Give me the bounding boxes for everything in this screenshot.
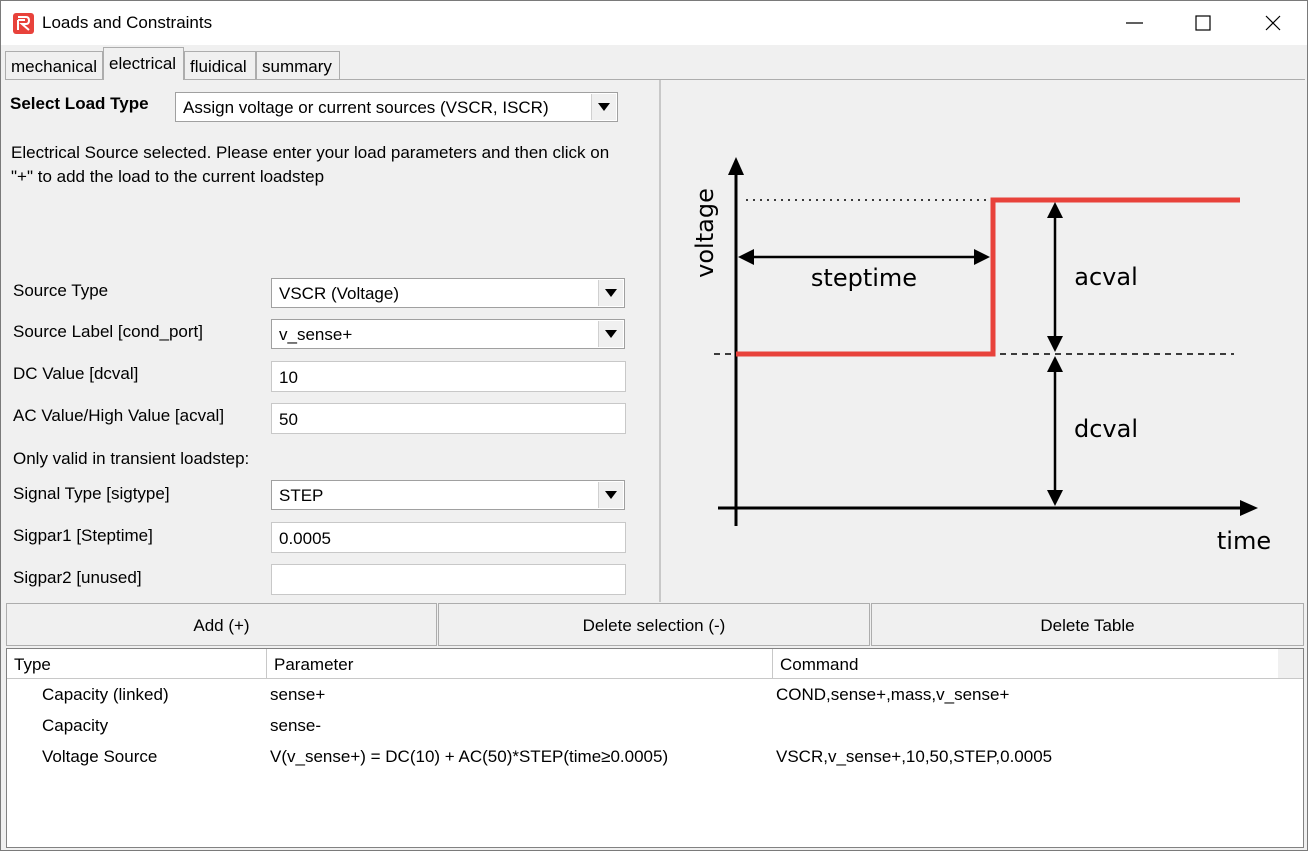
loads-table: Type Parameter Command Capacity (linked)… [6, 648, 1304, 848]
acval-arrowhead-top [1047, 202, 1063, 218]
sigpar2-field[interactable] [271, 564, 626, 595]
ac-value-label: AC Value/High Value [acval] [13, 406, 225, 425]
load-type-label: Select Load Type [10, 94, 149, 113]
tab-content-border [5, 79, 1305, 80]
app-logo-icon [13, 13, 34, 34]
maximize-icon [1195, 15, 1211, 31]
signal-type-select[interactable]: STEP [271, 480, 625, 510]
dropdown-arrow[interactable] [598, 280, 623, 306]
x-axis-arrowhead [1240, 500, 1258, 516]
sigpar2-label: Sigpar2 [unused] [13, 568, 142, 587]
acval-label: acval [1074, 263, 1137, 291]
delete-table-button[interactable]: Delete Table [871, 603, 1304, 646]
tab-fluidical[interactable]: fluidical [184, 51, 256, 79]
transient-note: Only valid in transient loadstep: [13, 449, 250, 468]
source-type-value: VSCR (Voltage) [279, 284, 399, 303]
steptime-arrowhead-left [738, 249, 754, 265]
y-axis-label: voltage [691, 188, 719, 278]
row-2-parameter[interactable]: sense- [270, 716, 322, 735]
dropdown-arrow[interactable] [598, 482, 623, 508]
chevron-down-icon [605, 330, 617, 338]
step-signal-line [736, 197, 1240, 357]
source-type-select[interactable]: VSCR (Voltage) [271, 278, 625, 308]
sigpar1-label: Sigpar1 [Steptime] [13, 526, 153, 545]
column-header-parameter[interactable]: Parameter [267, 649, 773, 679]
row-3-command[interactable]: VSCR,v_sense+,10,50,STEP,0.0005 [776, 747, 1053, 766]
dcval-arrowhead-bottom [1047, 490, 1063, 506]
row-1-parameter[interactable]: sense+ [270, 685, 326, 704]
info-text-line2: "+" to add the load to the current loads… [11, 167, 325, 186]
row-1-command[interactable]: COND,sense+,mass,v_sense+ [776, 685, 1010, 704]
sigpar1-field[interactable]: 0.0005 [271, 522, 626, 553]
steptime-label: steptime [811, 264, 917, 292]
minimize-button[interactable] [1101, 1, 1169, 45]
row-3-type[interactable]: Voltage Source [42, 747, 158, 766]
maximize-button[interactable] [1169, 1, 1237, 45]
tab-mechanical[interactable]: mechanical [5, 51, 103, 79]
acval-arrowhead-bottom [1047, 336, 1063, 352]
window-title: Loads and Constraints [42, 13, 213, 32]
tab-electrical[interactable]: electrical [103, 47, 184, 80]
source-label-select[interactable]: v_sense+ [271, 319, 625, 349]
panel-splitter[interactable] [659, 80, 661, 602]
source-type-label: Source Type [13, 281, 109, 300]
chevron-down-icon [605, 491, 617, 499]
title-bar: Loads and Constraints [1, 1, 1307, 45]
chevron-down-icon [598, 103, 610, 111]
dc-value-field[interactable]: 10 [271, 361, 626, 392]
row-3-parameter[interactable]: V(v_sense+) = DC(10) + AC(50)*STEP(time≥… [270, 747, 669, 766]
y-axis-arrowhead [728, 157, 744, 175]
signal-type-value: STEP [279, 486, 324, 505]
dropdown-arrow[interactable] [591, 94, 616, 120]
steptime-arrowhead-right [974, 249, 990, 265]
load-type-value: Assign voltage or current sources (VSCR,… [183, 98, 549, 117]
row-1-type[interactable]: Capacity (linked) [42, 685, 169, 704]
signal-type-label: Signal Type [sigtype] [13, 484, 170, 503]
step-signal-diagram: voltage time steptime acval dcval [691, 157, 1271, 555]
dcval-label: dcval [1074, 415, 1138, 443]
column-header-command[interactable]: Command [773, 649, 1279, 679]
tab-summary[interactable]: summary [256, 51, 340, 79]
ac-value-field[interactable]: 50 [271, 403, 626, 434]
source-label-label: Source Label [cond_port] [13, 322, 203, 341]
chevron-down-icon [605, 289, 617, 297]
add-button[interactable]: Add (+) [6, 603, 437, 646]
close-icon [1265, 15, 1281, 31]
minimize-icon [1126, 22, 1143, 24]
table-header-corner [1278, 649, 1303, 679]
source-label-value: v_sense+ [279, 325, 353, 344]
x-axis-label: time [1217, 527, 1271, 555]
delete-selection-button[interactable]: Delete selection (-) [438, 603, 870, 646]
dcval-arrowhead-top [1047, 356, 1063, 372]
info-text-line1: Electrical Source selected. Please enter… [11, 143, 610, 162]
dropdown-arrow[interactable] [598, 321, 623, 347]
close-button[interactable] [1239, 1, 1307, 45]
row-2-type[interactable]: Capacity [42, 716, 109, 735]
dc-value-label: DC Value [dcval] [13, 364, 139, 383]
column-header-type[interactable]: Type [7, 649, 267, 679]
load-type-select[interactable]: Assign voltage or current sources (VSCR,… [175, 92, 618, 122]
